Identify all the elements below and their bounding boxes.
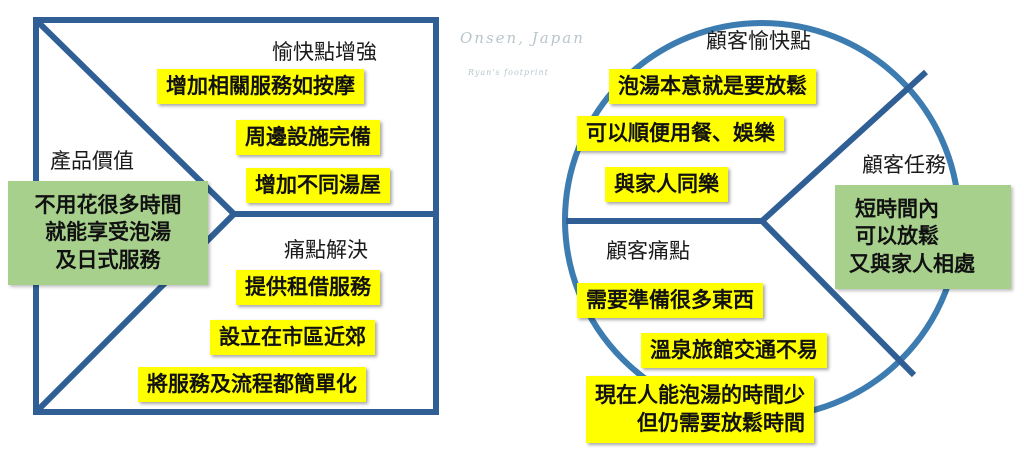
customer-jobs-heading: 顧客任務 xyxy=(862,153,946,177)
products-services-line-1: 不用花很多時間 xyxy=(34,193,182,218)
customer-pain-note-2: 溫泉旅館交通不易 xyxy=(641,333,827,368)
products-services-line-3: 及日式服務 xyxy=(55,247,161,272)
customer-jobs-line-2: 可以放鬆 xyxy=(855,224,939,249)
customer-gain-note-2: 可以順便用餐、娛樂 xyxy=(577,116,784,151)
customer-jobs-line-1: 短時間內 xyxy=(855,197,939,222)
divider-lower-right xyxy=(759,218,917,378)
customer-profile-dividers xyxy=(566,69,929,378)
pain-reliever-note-1: 提供租借服務 xyxy=(236,270,380,305)
products-services-note: 不用花很多時間 就能享受泡湯 及日式服務 xyxy=(8,181,208,285)
customer-gain-note-1: 泡湯本意就是要放鬆 xyxy=(609,69,816,104)
watermark-subtitle: Ryan's footprint xyxy=(468,68,549,77)
customer-gain-note-3: 與家人同樂 xyxy=(605,167,728,202)
customer-pain-note-1: 需要準備很多東西 xyxy=(577,283,763,318)
watermark-title: Onsen, Japan xyxy=(460,29,585,47)
customer-pain-note-3-line-1: 現在人能泡湯的時間少 xyxy=(595,383,805,407)
gain-creators-heading: 愉快點增強 xyxy=(272,40,377,64)
customer-pain-note-3: 現在人能泡湯的時間少 但仍需要放鬆時間 xyxy=(586,376,814,444)
customer-jobs-line-3: 又與家人相處 xyxy=(849,251,975,276)
divider-upper-right xyxy=(759,69,929,224)
gain-creator-note-1: 增加相關服務如按摩 xyxy=(157,69,364,104)
products-services-heading: 產品價值 xyxy=(50,149,134,173)
customer-pains-heading: 顧客痛點 xyxy=(606,239,690,263)
customer-gains-heading: 顧客愉快點 xyxy=(706,29,811,53)
gain-creator-note-2: 周邊設施完備 xyxy=(236,120,380,155)
pain-reliever-note-2: 設立在市區近郊 xyxy=(210,320,375,355)
customer-pain-note-3-line-2: 但仍需要放鬆時間 xyxy=(637,410,805,435)
products-services-line-2: 就能享受泡湯 xyxy=(45,220,171,245)
customer-jobs-note: 短時間內 可以放鬆 又與家人相處 xyxy=(835,185,1011,289)
pain-relievers-heading: 痛點解決 xyxy=(284,238,368,262)
gain-creator-note-3: 增加不同湯屋 xyxy=(246,168,390,203)
pain-reliever-note-3: 將服務及流程都簡單化 xyxy=(138,367,366,402)
